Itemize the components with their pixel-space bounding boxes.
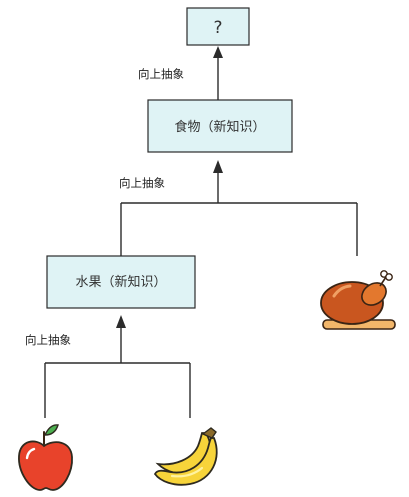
banana-stem [201, 427, 217, 439]
node-food-box [147, 99, 293, 153]
edge-to-fruit-arrowhead [116, 315, 126, 328]
edge-to-food-arrowhead [213, 160, 223, 173]
edge-fruit-chicken-to-food: 向上抽象 [119, 160, 358, 256]
edge-to-fruit-label: 向上抽象 [25, 333, 71, 347]
edge-food-to-top: 向上抽象 [138, 46, 223, 100]
apple-leaf [43, 424, 59, 436]
node-fruit-box [46, 255, 196, 309]
edge-food-to-top-label: 向上抽象 [138, 67, 184, 81]
banana-icon [153, 427, 218, 486]
chicken-bone-end-b [385, 273, 393, 281]
edge-to-food-label: 向上抽象 [119, 176, 165, 190]
node-fruit: 水果（新知识） [46, 255, 196, 309]
banana-front [153, 437, 218, 486]
edge-apple-banana-to-fruit: 向上抽象 [25, 315, 191, 418]
node-top-label: ? [213, 18, 222, 38]
edge-food-to-top-arrowhead [213, 46, 223, 58]
node-top: ? [186, 7, 250, 46]
chicken-highlight [332, 284, 352, 298]
apple-body [18, 440, 73, 491]
roast-chicken-icon [320, 270, 396, 330]
node-food: 食物（新知识） [147, 99, 293, 153]
node-top-box [186, 7, 250, 46]
node-food-label: 食物（新知识） [174, 119, 265, 135]
apple-icon [18, 424, 73, 491]
node-fruit-label: 水果（新知识） [75, 274, 166, 290]
chicken-bone [379, 276, 387, 287]
apple-shine [25, 447, 36, 460]
chicken-drumstick [361, 282, 387, 306]
banana-highlight [170, 466, 204, 478]
